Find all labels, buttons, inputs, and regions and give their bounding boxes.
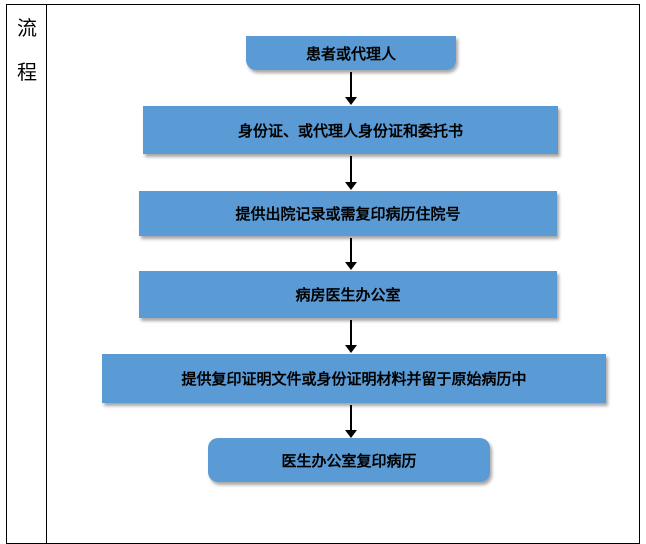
- arrow-down-icon: [345, 238, 357, 270]
- arrow-down-icon: [345, 320, 357, 353]
- arrow-down-icon: [345, 405, 357, 438]
- arrow-down-icon: [345, 156, 357, 190]
- step-patient-or-agent: 患者或代理人: [246, 36, 456, 70]
- step-copy-records: 医生办公室复印病历: [208, 438, 490, 482]
- step-proof-documents: 提供复印证明文件或身份证明材料并留于原始病历中: [102, 354, 606, 403]
- step-ward-doctor-office: 病房医生办公室: [139, 271, 557, 318]
- column-divider: [46, 4, 47, 544]
- step-discharge-record: 提供出院记录或需复印病历住院号: [139, 191, 557, 236]
- label-char-2: 程: [17, 60, 37, 84]
- step-id-documents: 身份证、或代理人身份证和委托书: [143, 106, 558, 154]
- label-char-1: 流: [17, 16, 37, 40]
- arrow-down-icon: [345, 72, 357, 105]
